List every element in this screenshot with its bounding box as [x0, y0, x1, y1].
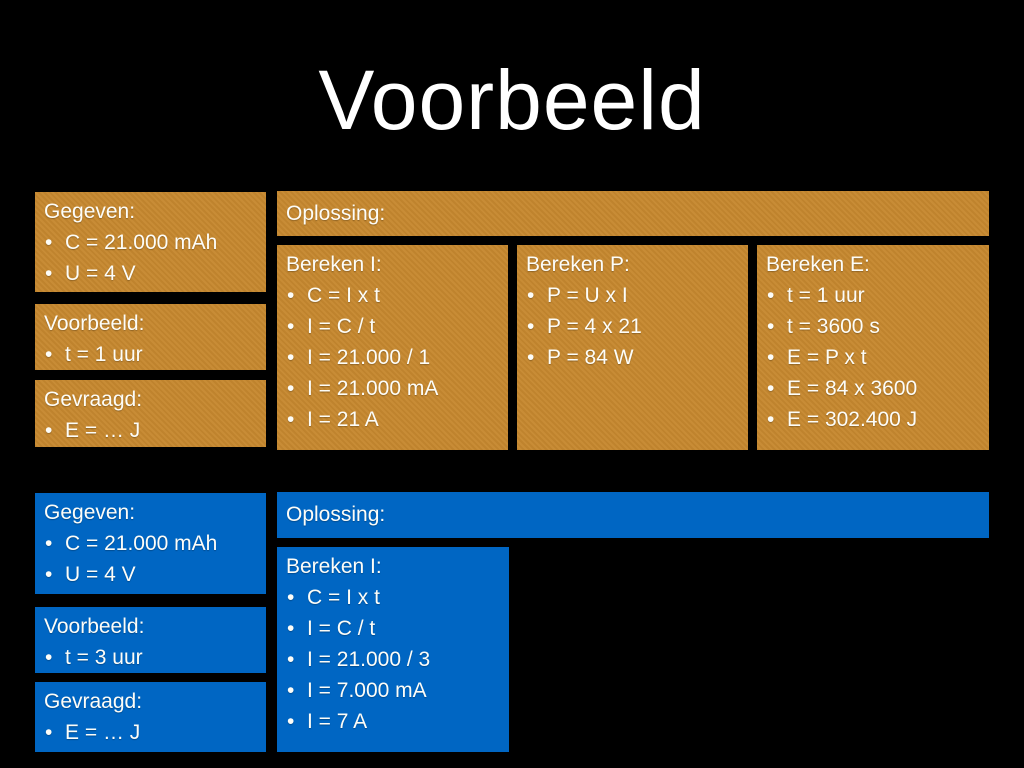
- bullet-item: I = 21 A: [286, 404, 502, 435]
- solution-header-label: Oplossing:: [286, 202, 386, 225]
- step-list: P = U x I P = 4 x 21 P = 84 W: [526, 280, 742, 373]
- step-header: Bereken I:: [286, 253, 382, 276]
- given-box-top: Gegeven: C = 21.000 mAh U = 4 V: [35, 192, 266, 292]
- bullet-item: I = 21.000 mA: [286, 373, 502, 404]
- bullet-item: t = 1 uur: [44, 339, 260, 370]
- bullet-item: C = 21.000 mAh: [44, 528, 260, 559]
- example-list: t = 3 uur: [44, 642, 260, 673]
- bullet-item: I = C / t: [286, 613, 503, 644]
- solution-header-bar-bottom: Oplossing:: [277, 492, 989, 538]
- given-header: Gegeven:: [44, 501, 136, 524]
- bullet-item: t = 3 uur: [44, 642, 260, 673]
- step-header: Bereken I:: [286, 555, 382, 578]
- bullet-item: E = … J: [44, 717, 260, 748]
- given-list: C = 21.000 mAh U = 4 V: [44, 227, 260, 289]
- bullet-item: C = 21.000 mAh: [44, 227, 260, 258]
- asked-list: E = … J: [44, 717, 260, 748]
- asked-box-bottom: Gevraagd: E = … J: [35, 682, 266, 752]
- bullet-item: E = 84 x 3600: [766, 373, 983, 404]
- step-box-bereken-i-bottom: Bereken I: C = I x t I = C / t I = 21.00…: [277, 547, 509, 752]
- bullet-item: I = C / t: [286, 311, 502, 342]
- given-header: Gegeven:: [44, 200, 136, 223]
- example-header: Voorbeeld:: [44, 312, 145, 335]
- example-list: t = 1 uur: [44, 339, 260, 370]
- bullet-item: E = 302.400 J: [766, 404, 983, 435]
- asked-box-top: Gevraagd: E = … J: [35, 380, 266, 447]
- asked-list: E = … J: [44, 415, 260, 446]
- bullet-item: I = 7.000 mA: [286, 675, 503, 706]
- bullet-item: C = I x t: [286, 582, 503, 613]
- bullet-item: P = 4 x 21: [526, 311, 742, 342]
- solution-header-label: Oplossing:: [286, 503, 386, 526]
- bullet-item: P = 84 W: [526, 342, 742, 373]
- bullet-item: U = 4 V: [44, 258, 260, 289]
- bullet-item: I = 21.000 / 1: [286, 342, 502, 373]
- bullet-item: E = P x t: [766, 342, 983, 373]
- step-list: C = I x t I = C / t I = 21.000 / 3 I = 7…: [286, 582, 503, 737]
- step-box-bereken-p-top: Bereken P: P = U x I P = 4 x 21 P = 84 W: [517, 245, 748, 450]
- step-header: Bereken E:: [766, 253, 870, 276]
- asked-header: Gevraagd:: [44, 690, 143, 713]
- step-box-bereken-e-top: Bereken E: t = 1 uur t = 3600 s E = P x …: [757, 245, 989, 450]
- bullet-item: I = 7 A: [286, 706, 503, 737]
- given-box-bottom: Gegeven: C = 21.000 mAh U = 4 V: [35, 493, 266, 594]
- example-box-bottom: Voorbeeld: t = 3 uur: [35, 607, 266, 673]
- bullet-item: U = 4 V: [44, 559, 260, 590]
- example-box-top: Voorbeeld: t = 1 uur: [35, 304, 266, 370]
- step-list: C = I x t I = C / t I = 21.000 / 1 I = 2…: [286, 280, 502, 435]
- example-header: Voorbeeld:: [44, 615, 145, 638]
- asked-header: Gevraagd:: [44, 388, 143, 411]
- bullet-item: t = 3600 s: [766, 311, 983, 342]
- bullet-item: P = U x I: [526, 280, 742, 311]
- bullet-item: C = I x t: [286, 280, 502, 311]
- step-list: t = 1 uur t = 3600 s E = P x t E = 84 x …: [766, 280, 983, 435]
- step-box-bereken-i-top: Bereken I: C = I x t I = C / t I = 21.00…: [277, 245, 508, 450]
- bullet-item: I = 21.000 / 3: [286, 644, 503, 675]
- solution-header-bar-top: Oplossing:: [277, 191, 989, 236]
- bullet-item: t = 1 uur: [766, 280, 983, 311]
- step-header: Bereken P:: [526, 253, 630, 276]
- bullet-item: E = … J: [44, 415, 260, 446]
- given-list: C = 21.000 mAh U = 4 V: [44, 528, 260, 590]
- slide-title: Voorbeeld: [318, 53, 706, 147]
